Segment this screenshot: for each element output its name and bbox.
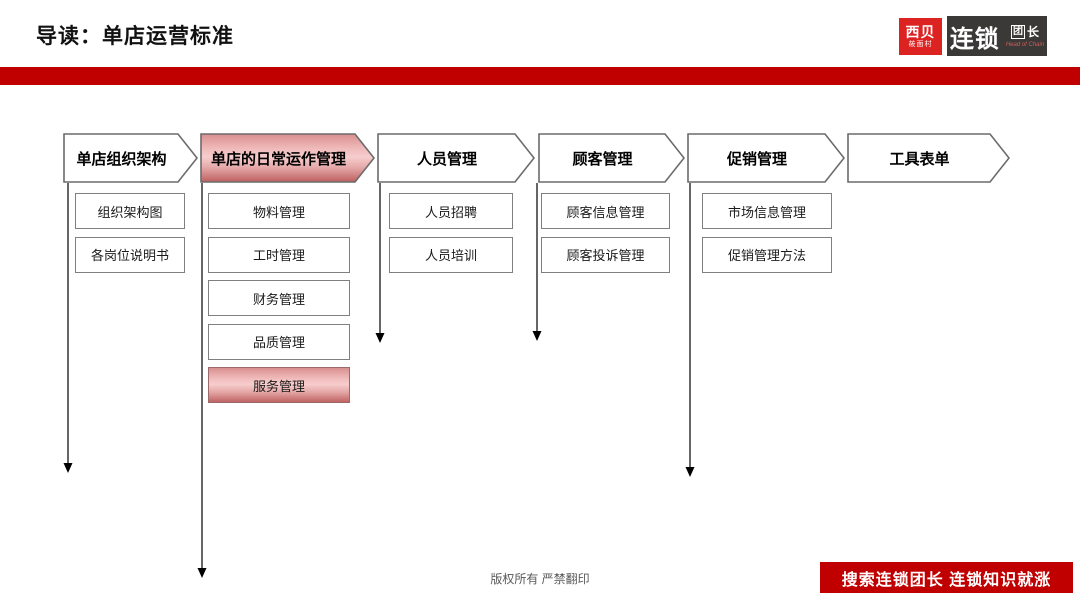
flow-item-box: 各岗位说明书 [75, 236, 185, 273]
flow-header-5: 促销管理 [687, 133, 845, 183]
flow-item-box: 组织架构图 [75, 193, 185, 229]
flow-item-box: 服务管理 [208, 367, 350, 403]
flow-item-box: 财务管理 [208, 280, 350, 316]
flow-item-box: 物料管理 [208, 193, 350, 229]
footer-banner: 搜索连锁团长 连锁知识就涨 [820, 562, 1073, 593]
flow-header-label: 人员管理 [416, 150, 477, 168]
flow-arrowhead-icon [63, 463, 73, 473]
flow-item-box: 人员培训 [389, 236, 513, 273]
flow-header-4: 顾客管理 [538, 133, 685, 183]
flow-header-shape [847, 133, 1010, 183]
flow-header-label: 单店组织架构 [76, 150, 167, 168]
page-title: 导读：单店运营标准 [36, 25, 234, 48]
flow-item-box: 促销管理方法 [702, 236, 832, 273]
flow-header-2: 单店的日常运作管理 [200, 133, 375, 183]
flow-item-box: 顾客信息管理 [541, 193, 670, 229]
flow-header-label: 工具表单 [889, 150, 950, 168]
flow-item-box: 市场信息管理 [702, 193, 832, 229]
flow-arrowhead-icon [375, 333, 385, 343]
flow-arrowhead-icon [685, 467, 695, 477]
chain-logo-main: 连锁 [949, 25, 1000, 53]
flow-header-shape [538, 133, 685, 183]
chain-logo: 连锁 团 长 Head of Chain [947, 16, 1047, 56]
flow-item-box: 人员招聘 [389, 193, 513, 229]
flow-arrowhead-icon [532, 331, 542, 341]
flow-header-shape [63, 133, 198, 183]
flow-header-label: 单店的日常运作管理 [210, 150, 346, 168]
flow-item-box: 顾客投诉管理 [541, 236, 670, 273]
xibei-logo: 西贝 莜面村 [899, 18, 942, 55]
chain-logo-right: 团 长 Head of Chain [1005, 24, 1045, 48]
xibei-logo-name: 西贝 [905, 24, 936, 40]
flow-header-3: 人员管理 [377, 133, 535, 183]
chain-logo-badge-row: 团 长 [1010, 24, 1039, 39]
chain-logo-tagline: Head of Chain [1005, 41, 1045, 48]
flow-item-box: 工时管理 [208, 236, 350, 273]
chain-logo-badge: 团 [1010, 24, 1025, 39]
flow-header-shape [200, 133, 375, 183]
flow-header-6: 工具表单 [847, 133, 1010, 183]
flow-header-label: 顾客管理 [572, 150, 633, 168]
flow-header-1: 单店组织架构 [63, 133, 198, 183]
flow-header-shape [377, 133, 535, 183]
flow-header-shape [687, 133, 845, 183]
red-divider-bar [0, 67, 1080, 85]
xibei-logo-sub: 莜面村 [908, 41, 933, 48]
chain-logo-suffix: 长 [1026, 24, 1039, 39]
flow-item-box: 品质管理 [208, 323, 350, 360]
copyright-text: 版权所有 严禁翻印 [490, 572, 590, 586]
flow-header-label: 促销管理 [726, 150, 787, 168]
